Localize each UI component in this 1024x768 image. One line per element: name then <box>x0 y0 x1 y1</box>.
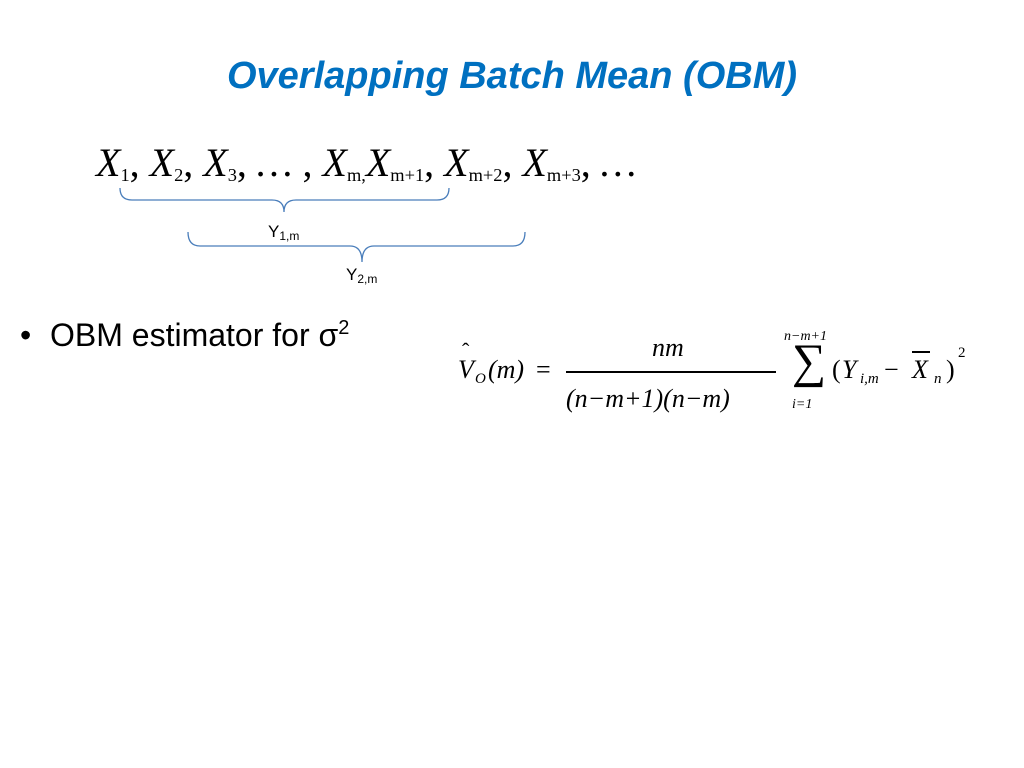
slide-title: Overlapping Batch Mean (OBM) <box>226 55 798 97</box>
sequence-term-sub: m+3 <box>546 165 581 186</box>
sequence-term: X <box>149 140 175 185</box>
sequence-separator: , <box>236 140 257 185</box>
formula-lhs-var: V <box>458 355 474 384</box>
sequence-separator: , <box>424 140 445 185</box>
formula-open-paren: ( <box>832 355 841 384</box>
formula-numerator: nm <box>652 333 684 362</box>
sequence-term-sub: 3 <box>227 165 237 186</box>
brace-label-y1m-sub: 1,m <box>279 229 300 243</box>
brace-y1m <box>119 187 450 213</box>
formula-lhs-sub: O <box>475 371 486 387</box>
formula-xbar-line <box>912 351 930 353</box>
sequence-term: X <box>203 140 228 185</box>
formula-sum-lower: i=1 <box>792 397 813 412</box>
sequence-term: … <box>256 140 293 185</box>
formula-x-sub: n <box>934 371 942 387</box>
bullet-text: OBM estimator for σ <box>50 317 339 353</box>
formula-y-var: Y <box>842 355 857 384</box>
bullet-sup: 2 <box>338 317 350 339</box>
brace-y2m <box>187 231 526 263</box>
formula-lhs-arg: (m) <box>488 355 525 384</box>
sequence-term-sub: m+1 <box>390 165 425 186</box>
formula-equals: = <box>536 355 551 384</box>
brace-label-y2m-var: Y <box>346 265 358 284</box>
sequence-separator: , <box>580 140 601 185</box>
formula-lhs-hat: ˆ <box>462 338 470 363</box>
sequence-term-sub: 1 <box>120 165 130 186</box>
brace-label-y1m: Y1,m <box>268 222 299 246</box>
sequence-term-sub: m+2 <box>468 165 503 186</box>
formula-sum-upper: n−m+1 <box>784 329 828 344</box>
sequence-term: X <box>522 140 547 185</box>
bullet-dot-icon: • <box>20 317 32 353</box>
brace-label-y2m-sub: 2,m <box>357 272 378 286</box>
formula-sum-symbol: ∑ <box>792 335 827 388</box>
brace-label-y2m: Y2,m <box>346 265 377 289</box>
bullet-item: • OBM estimator for σ2 <box>20 306 349 357</box>
formula-close-paren: ) <box>946 355 955 384</box>
sequence-separator: , <box>292 140 323 185</box>
formula-minus: − <box>884 355 899 384</box>
sequence-term: X <box>365 140 391 185</box>
sequence-term: … <box>600 140 637 185</box>
sequence-term: X <box>322 140 347 185</box>
sequence-separator: , <box>129 140 150 185</box>
sequence-separator: , <box>502 140 523 185</box>
formula-y-sub: i,m <box>860 371 879 387</box>
obm-formula: V ˆ O (m) = nm (n−m+1)(n−m) ∑ n−m+1 i=1 … <box>456 324 976 424</box>
sequence-term-sub: 2 <box>174 165 184 186</box>
sequence-term: X <box>444 140 469 185</box>
formula-denominator: (n−m+1)(n−m) <box>566 384 730 413</box>
formula-power: 2 <box>958 345 966 361</box>
sequence-separator: , <box>183 140 204 185</box>
brace-label-y1m-var: Y <box>268 222 280 241</box>
sequence-expression: X1, X2, X3, … , Xm,Xm+1, Xm+2, Xm+3, … <box>96 138 636 200</box>
formula-x-var: X <box>912 355 928 384</box>
sequence-term: X <box>96 140 121 185</box>
formula-fraction-bar <box>566 371 776 373</box>
sequence-term-sub: m, <box>346 165 366 186</box>
